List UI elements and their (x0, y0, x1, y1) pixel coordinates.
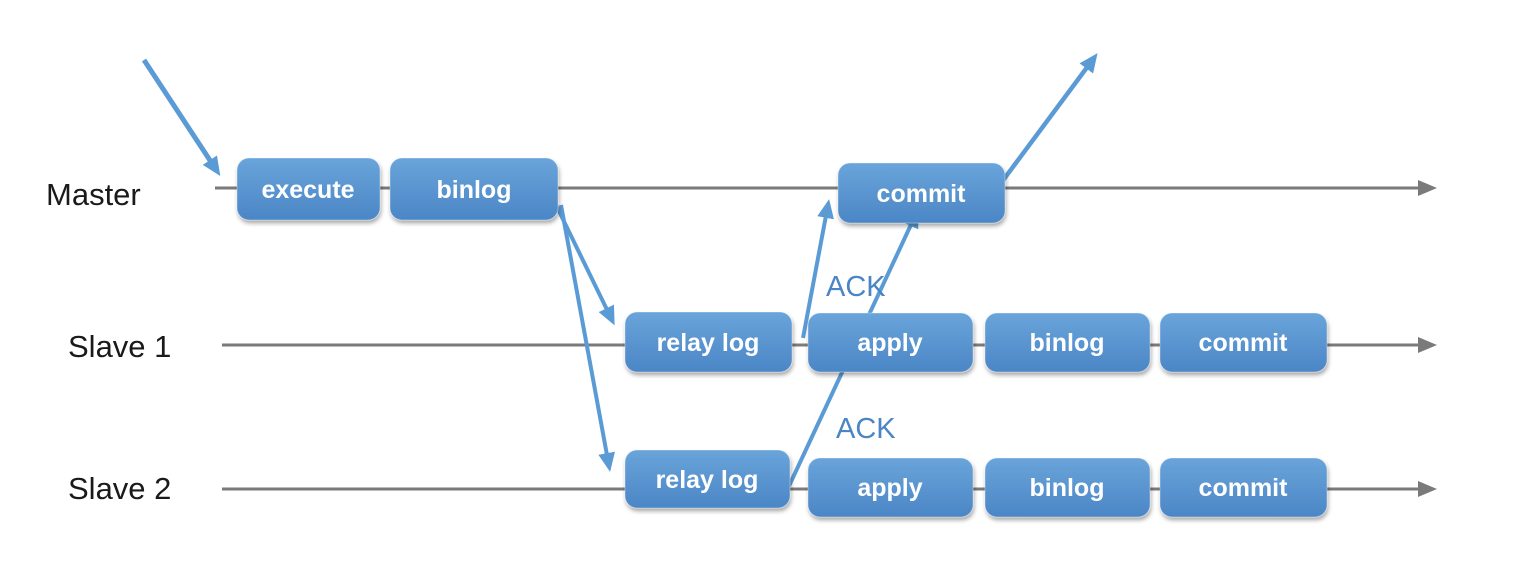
slave2-relaylog-label: relay log (656, 466, 759, 494)
slave1-apply-box: apply (807, 312, 974, 373)
master-lane-label: Master (46, 177, 141, 212)
slave2-ack-label: ACK (836, 413, 896, 445)
master-binlog-label: binlog (437, 176, 512, 204)
slave1-relaylog-label: relay log (657, 329, 760, 357)
master-binlog-box: binlog (389, 157, 559, 221)
slave1-apply-label: apply (857, 329, 922, 357)
slave1-lane-label: Slave 1 (68, 329, 171, 364)
incoming-transaction-arrow (141, 58, 221, 177)
slave2-commit-label: commit (1199, 474, 1289, 502)
slave2-apply-label: apply (857, 474, 922, 502)
slave1-commit-box: commit (1159, 312, 1328, 373)
slave2-relaylog-box: relay log (624, 449, 791, 509)
master-commit-label: commit (877, 180, 967, 208)
slave1-ack-arrow (801, 199, 834, 339)
slave2-commit-box: commit (1159, 457, 1328, 518)
slave1-ack-label: ACK (826, 271, 886, 303)
slave2-binlog-box: binlog (984, 457, 1151, 518)
slave2-apply-box: apply (807, 457, 974, 518)
slave2-binlog-label: binlog (1030, 474, 1105, 502)
slave1-relaylog-box: relay log (624, 311, 793, 373)
binlog-to-slave2-relay-arrow (559, 204, 616, 472)
slave2-lane-label: Slave 2 (68, 471, 171, 506)
master-execute-box: execute (236, 157, 381, 221)
slave1-commit-label: commit (1199, 329, 1289, 357)
slave1-binlog-box: binlog (984, 312, 1151, 373)
master-execute-label: execute (261, 176, 354, 204)
master-commit-box: commit (837, 162, 1006, 224)
slave1-binlog-label: binlog (1030, 329, 1105, 357)
